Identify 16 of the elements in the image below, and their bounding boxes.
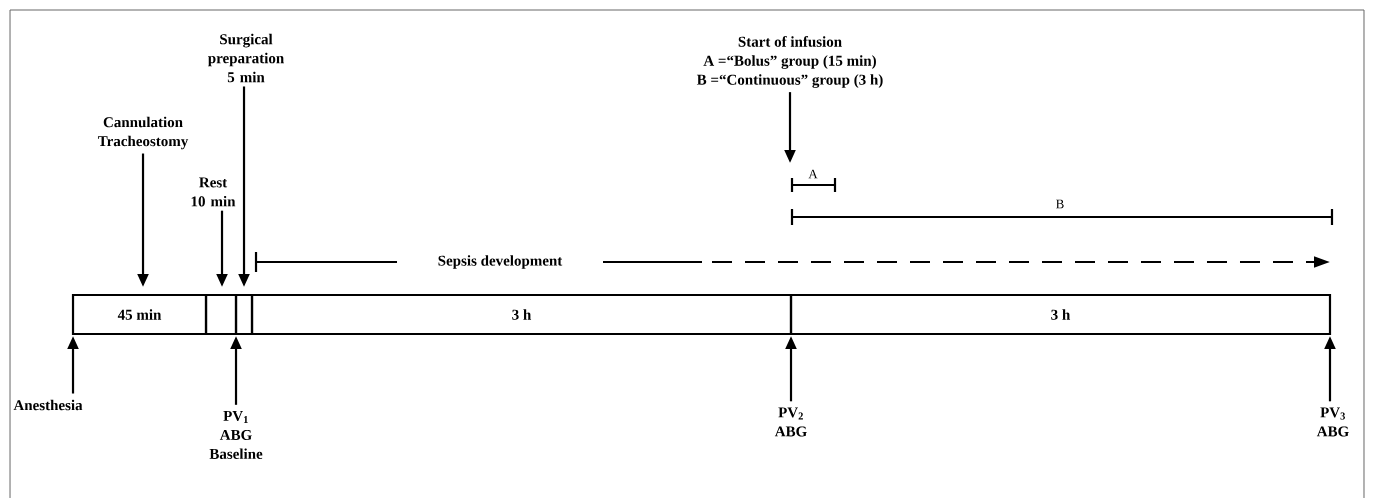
event-label: PV$_{2}$ ABG — [774, 407, 807, 437]
timeline-segment — [234, 293, 254, 336]
event-label: Anesthesia — [13, 399, 83, 411]
event-label: PV$_{1}$ ABG Baseline — [209, 411, 263, 459]
timeline-segment: 3 h — [250, 293, 793, 336]
event-label: Surgical preparation 5 min — [208, 33, 284, 83]
event-label: Rest 10 min — [191, 177, 236, 207]
event-label: Cannulation Tracheostomy — [98, 116, 189, 150]
timeline-segment: 45 min — [71, 293, 208, 336]
span-label: B — [1056, 199, 1064, 209]
event-label: Start of infusion A =“Bolus” group (15 min) B =“Continuous” group (3 h) — [696, 36, 883, 88]
timeline-segment: 3 h — [789, 293, 1332, 336]
span-label: A — [808, 169, 818, 179]
span-label: Sepsis development — [438, 255, 563, 269]
timeline-segment — [204, 293, 238, 336]
event-label: PV$_{3}$ ABG — [1316, 407, 1349, 437]
